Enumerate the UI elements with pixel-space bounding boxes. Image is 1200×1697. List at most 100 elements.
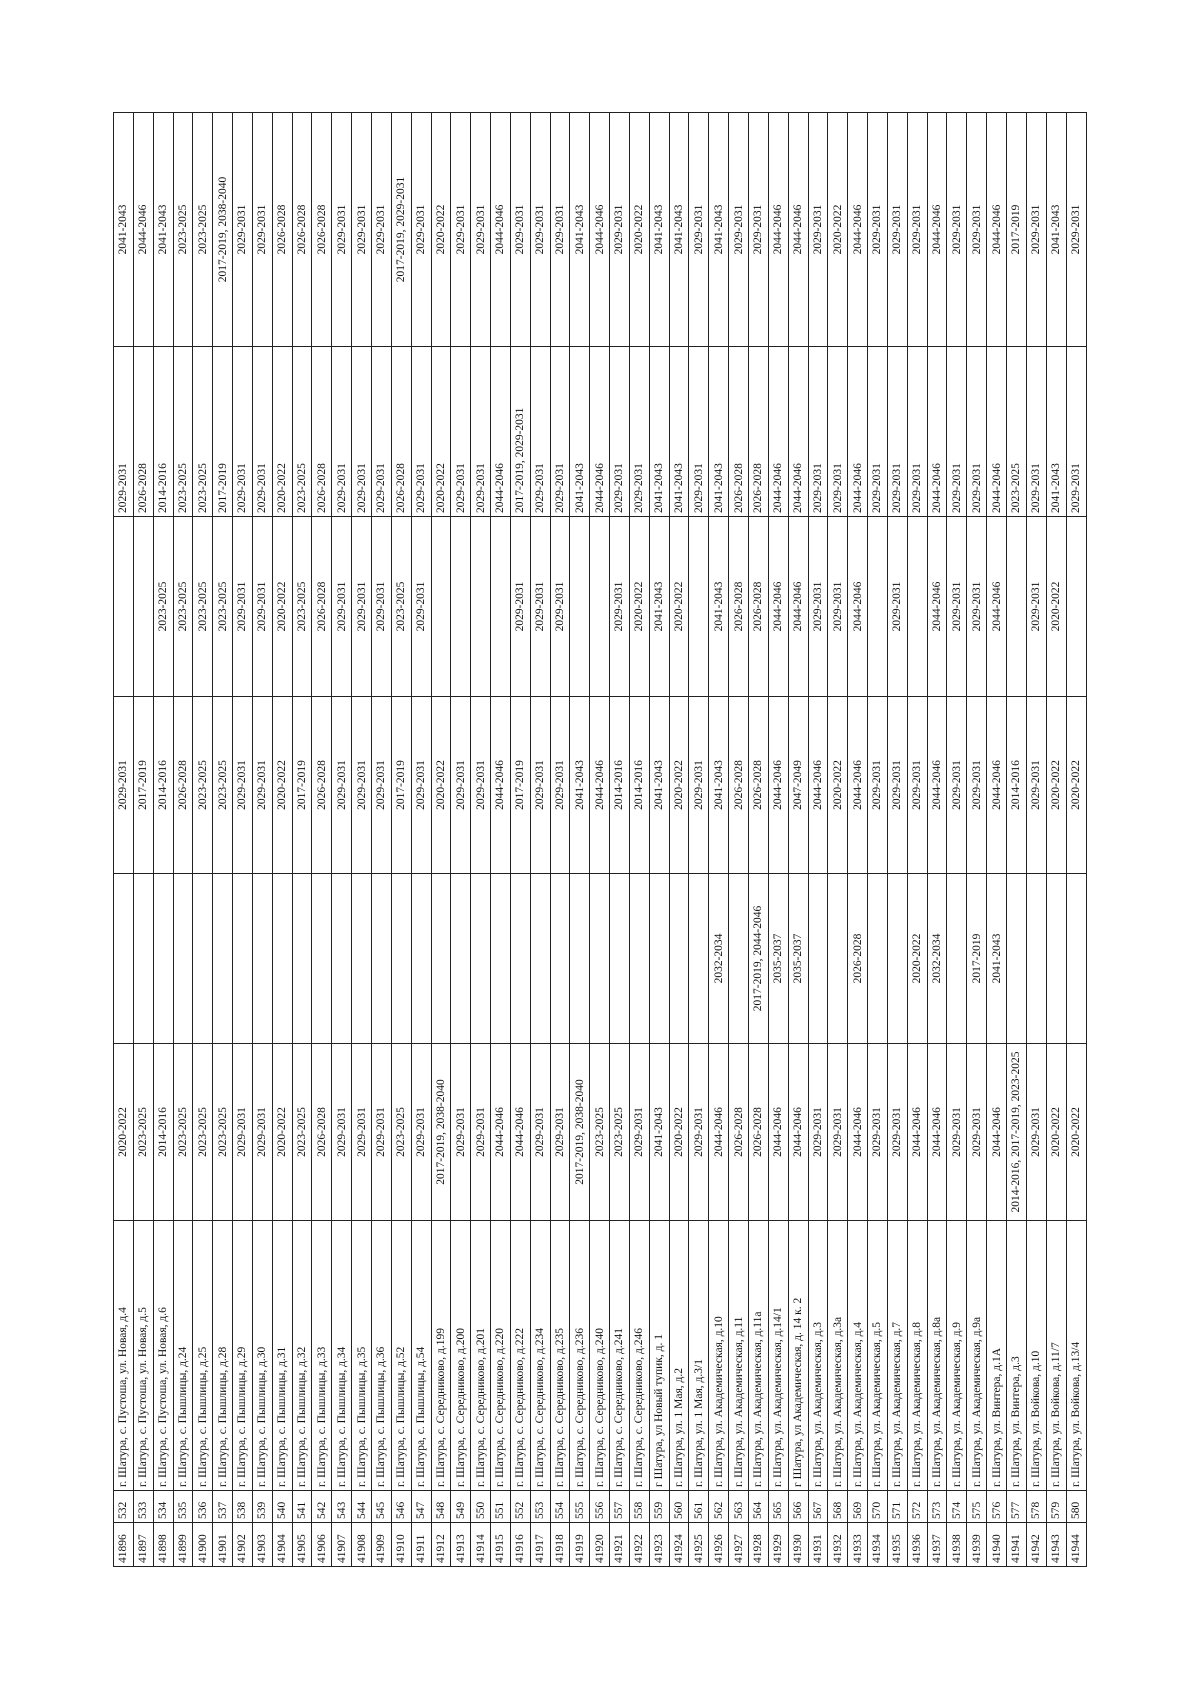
period-cell-1: 2026-2028 [728,1043,749,1221]
row-number-cell: 565 [768,1490,789,1523]
row-id-cell: 41936 [907,1522,928,1567]
period-cell-3: 2020-2022 [1066,696,1087,874]
period-cell-5: 2041-2043 [669,346,689,517]
row-number-cell: 576 [986,1490,1007,1523]
period-cell-6: 2029-2031 [867,112,888,347]
period-cell-6: 2041-2043 [649,112,670,347]
row-number-cell: 563 [728,1490,749,1523]
row-id-cell: 41919 [569,1522,590,1567]
period-cell-1: 2044-2046 [708,1043,729,1221]
period-cell-5: 2023-2025 [192,346,213,517]
period-cell-4 [490,516,511,697]
address-cell: г. Шатура, ул. Войкова, д.10 [1026,1220,1047,1491]
row-number-cell: 560 [669,1490,689,1523]
period-cell-4: 2029-2031 [252,516,273,697]
period-cell-3: 2026-2028 [728,696,749,874]
row-id-cell: 41905 [292,1522,312,1567]
period-cell-3: 2029-2031 [252,696,273,874]
period-cell-6: 2029-2031 [887,112,908,347]
period-cell-3: 2044-2046 [986,696,1007,874]
period-cell-3: 2047-2049 [788,696,809,874]
period-cell-6: 2020-2022 [629,112,650,347]
address-cell: г. Шатура, с. Середниково, д.234 [530,1220,551,1491]
row-number-cell: 542 [311,1490,332,1523]
address-cell: г. Шатура, ул. Войкова, д.13/4 [1066,1220,1087,1491]
address-cell: г. Шатура, ул. Академическая, д.10 [708,1220,729,1491]
row-id-cell: 41921 [609,1522,630,1567]
period-cell-2 [887,873,908,1044]
row-id-cell: 41926 [708,1522,729,1567]
row-id-cell: 41922 [629,1522,650,1567]
period-cell-6: 2026-2028 [272,112,293,347]
period-cell-1: 2029-2031 [351,1043,372,1221]
row-id-cell: 41925 [688,1522,709,1567]
row-number-cell: 533 [133,1490,154,1523]
address-cell: г. Шатура, с. Пышлицы, д.30 [252,1220,273,1491]
row-number-cell: 545 [371,1490,392,1523]
address-cell: г. Шатура, с. Середниково, д.240 [589,1220,610,1491]
period-cell-3: 2017-2019 [133,696,154,874]
row-number-cell: 544 [351,1490,372,1523]
row-id-cell: 41927 [728,1522,749,1567]
period-cell-2 [212,873,233,1044]
period-cell-2 [272,873,293,1044]
period-cell-1: 2026-2028 [311,1043,332,1221]
period-cell-4: 2029-2031 [351,516,372,697]
row-number-cell: 536 [192,1490,213,1523]
period-cell-5: 2029-2031 [351,346,372,517]
period-cell-5: 2029-2031 [232,346,253,517]
address-cell: г. Шатура, с. Пышлицы, д.32 [292,1220,312,1491]
period-cell-5: 2026-2028 [311,346,332,517]
period-cell-3: 2029-2031 [688,696,709,874]
period-cell-5: 2026-2028 [728,346,749,517]
period-cell-6: 2029-2031 [609,112,630,347]
address-cell: г. Шатура, ул. 1 Мая, д.2 [669,1220,689,1491]
period-cell-4: 2029-2031 [887,516,908,697]
row-id-cell: 41914 [470,1522,491,1567]
period-cell-6: 2029-2031 [946,112,967,347]
address-cell: г. Шатура, с. Пышлицы, д.54 [411,1220,431,1491]
row-id-cell: 41938 [946,1522,967,1567]
address-cell: г. Шатура, ул. Академическая, д.4 [847,1220,868,1491]
row-id-cell: 41907 [331,1522,352,1567]
period-cell-2: 2032-2034 [927,873,947,1044]
period-cell-3: 2017-2019 [292,696,312,874]
period-cell-2 [450,873,471,1044]
row-number-cell: 575 [966,1490,987,1523]
period-cell-6: 2029-2031 [510,112,531,347]
row-number-cell: 572 [907,1490,928,1523]
period-cell-5: 2041-2043 [1046,346,1066,517]
period-cell-1: 2029-2031 [629,1043,650,1221]
address-cell: г. Шатура, с. Середниково, д.200 [450,1220,471,1491]
row-number-cell: 559 [649,1490,670,1523]
period-cell-6: 2029-2031 [470,112,491,347]
period-cell-5: 2029-2031 [966,346,987,517]
period-cell-6: 2029-2031 [966,112,987,347]
period-cell-6: 2029-2031 [450,112,471,347]
period-cell-5: 2044-2046 [490,346,511,517]
period-cell-5: 2026-2028 [748,346,769,517]
row-id-cell: 41920 [589,1522,610,1567]
row-id-cell: 41915 [490,1522,511,1567]
period-cell-3: 2044-2046 [808,696,828,874]
period-cell-3: 2029-2031 [946,696,967,874]
period-cell-2 [1006,873,1027,1044]
period-cell-3: 2029-2031 [113,696,134,874]
period-cell-5: 2029-2031 [808,346,828,517]
period-cell-3: 2044-2046 [847,696,868,874]
period-cell-2 [173,873,193,1044]
